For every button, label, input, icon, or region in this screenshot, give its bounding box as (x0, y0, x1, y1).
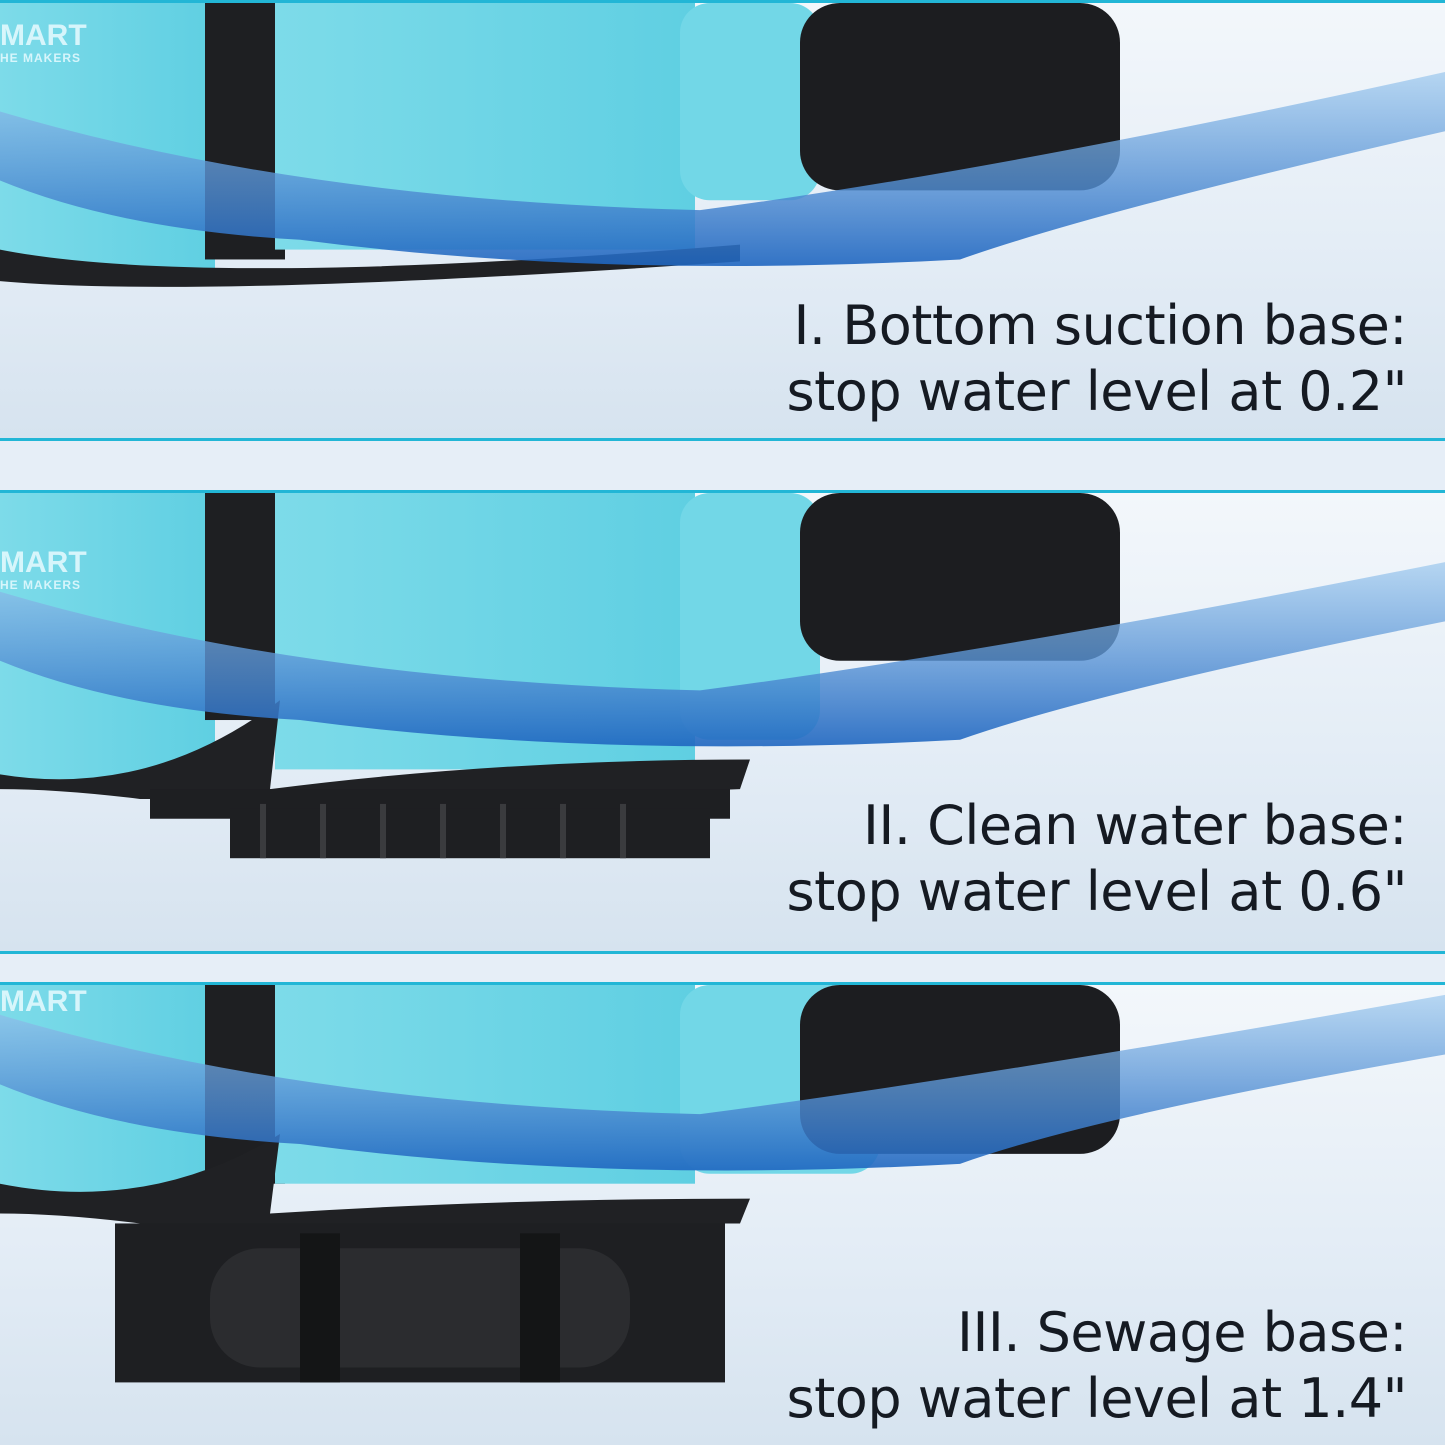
caption-title: II. Clean water base: (862, 794, 1408, 857)
caption-detail: stop water level at 0.2" (786, 360, 1407, 423)
caption-title: I. Bottom suction base: (793, 294, 1407, 357)
pump-image (0, 3, 1445, 287)
caption-title: III. Sewage base: (957, 1301, 1407, 1364)
caption: III. Sewage base: stop water level at 1.… (786, 1300, 1407, 1432)
panel-sewage-base: MART III. Sewage base: stop water level … (0, 982, 1445, 1445)
caption: II. Clean water base: stop water level a… (786, 793, 1407, 925)
caption: I. Bottom suction base: stop water level… (786, 293, 1407, 425)
pump-image (0, 985, 1445, 1383)
brand-logo: MART (0, 985, 87, 1018)
caption-detail: stop water level at 0.6" (786, 860, 1407, 923)
pump-image (0, 493, 1445, 859)
caption-detail: stop water level at 1.4" (786, 1367, 1407, 1430)
